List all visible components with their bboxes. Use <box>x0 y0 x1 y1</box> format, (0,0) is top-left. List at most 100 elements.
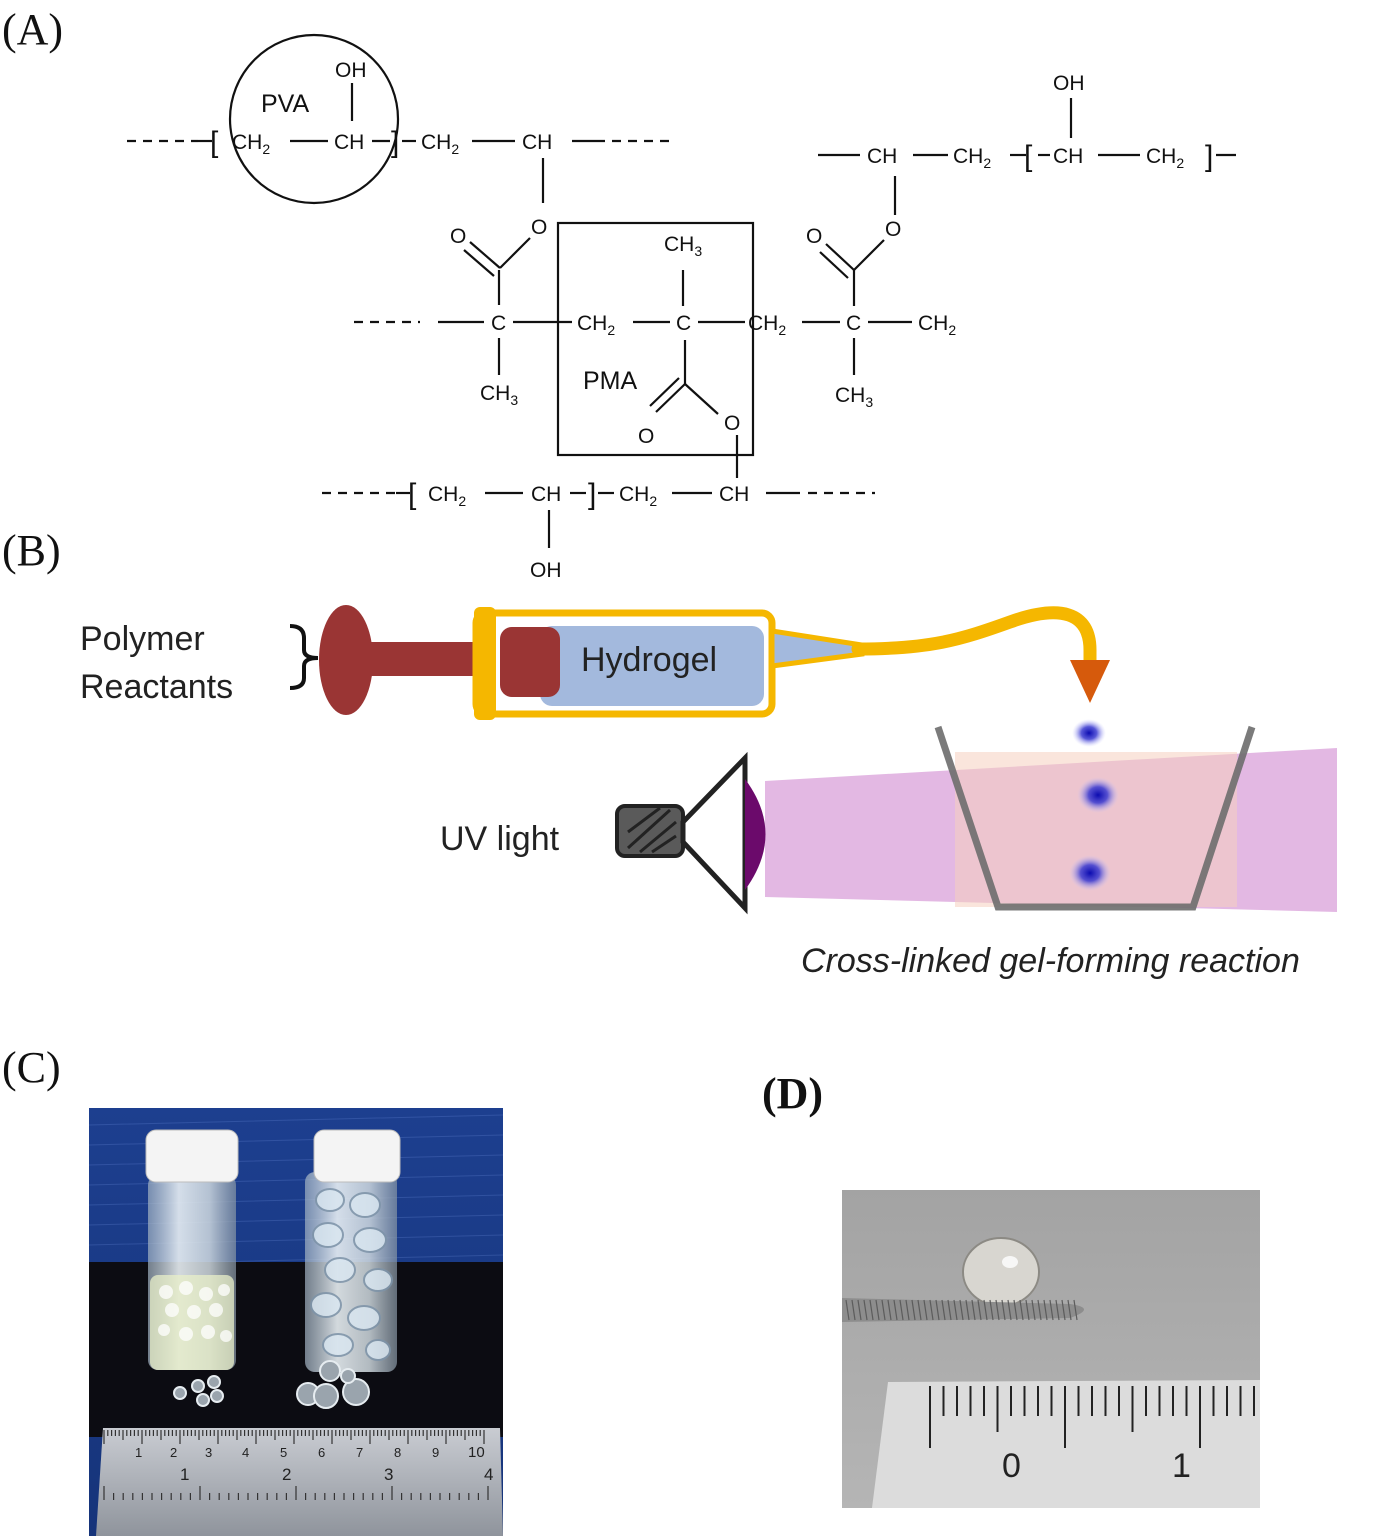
o-label: O <box>638 425 654 448</box>
ruler-bottom-label: 2 <box>282 1465 291 1484</box>
o-label: O <box>724 412 740 435</box>
gel-bead <box>1077 777 1119 813</box>
ruler-tick <box>1067 1299 1072 1321</box>
syringe-nozzle <box>769 628 865 669</box>
syringe-flange <box>474 607 496 720</box>
c-label: C <box>676 312 691 335</box>
o-label: O <box>806 225 822 248</box>
ruler-top-label: 5 <box>280 1445 287 1460</box>
ch2-label: CH2 <box>577 312 615 338</box>
ruler-tick <box>851 1299 856 1321</box>
ch2-label: CH2 <box>1146 145 1184 171</box>
ch-label: CH <box>522 131 552 154</box>
vial-right-cap <box>313 1129 401 1183</box>
plunger-thumb <box>319 605 373 715</box>
ruler-d-label: 0 <box>1002 1447 1021 1485</box>
ruler-tick <box>1043 1299 1048 1321</box>
ruler-bottom-label: 3 <box>384 1465 393 1484</box>
oh-label: OH <box>335 59 367 82</box>
panel-label-a: (A) <box>2 5 63 54</box>
bracket-close: ] <box>588 478 596 511</box>
ch-label: CH <box>531 483 561 506</box>
falling-drop <box>1072 719 1106 747</box>
ruler-tick <box>1049 1299 1054 1321</box>
ruler-tick <box>1073 1299 1078 1321</box>
ch-label: CH <box>719 483 749 506</box>
pva-circle <box>228 33 400 205</box>
c-label: C <box>491 312 506 335</box>
lamp-reflector <box>680 751 748 915</box>
ruler-tick <box>845 1299 850 1321</box>
panel-label-d: (D) <box>762 1069 823 1118</box>
bracket-open: [ <box>1024 140 1033 173</box>
bracket-close: ] <box>1205 140 1213 173</box>
polymer-label: Polymer <box>80 620 205 658</box>
ruler-top-label: 1 <box>135 1445 142 1460</box>
ruler-tick <box>983 1299 988 1321</box>
bracket-close: ] <box>391 126 399 159</box>
ruler-tick <box>893 1299 898 1321</box>
ch2-label: CH2 <box>421 131 459 157</box>
panel-label-b: (B) <box>2 526 61 575</box>
ruler-tick <box>905 1299 910 1321</box>
ruler-top-label: 2 <box>170 1445 177 1460</box>
ch2-label: CH2 <box>953 145 991 171</box>
ruler-bottom-label: 4 <box>484 1465 493 1484</box>
ruler-tick <box>971 1299 976 1321</box>
uv-light-label: UV light <box>440 820 560 858</box>
o-label: O <box>531 216 547 239</box>
hydrogel-fill <box>540 626 764 706</box>
ruler-tick <box>869 1299 874 1321</box>
beaker <box>934 725 1256 911</box>
pma-label: PMA <box>583 367 638 395</box>
ruler-top-label: 4 <box>242 1445 249 1460</box>
ruler-tick <box>1019 1299 1024 1321</box>
ruler-tick <box>881 1299 886 1321</box>
ch-label: CH <box>334 131 364 154</box>
ruler-tick <box>947 1299 952 1321</box>
ruler-tick <box>995 1299 1000 1321</box>
ruler-top-label: 3 <box>205 1445 212 1460</box>
chemical-structure: PVA PMA [ CH2 CH OH ] CH2 CH O O C CH2 C <box>127 33 1236 582</box>
ruler-tick <box>941 1299 946 1321</box>
gel-bead <box>1069 855 1111 891</box>
ruler-tick <box>917 1299 922 1321</box>
ruler-c-labels: 1 2 3 4 5 6 7 8 9 10 1 2 3 4 <box>135 1444 493 1484</box>
ruler-tick <box>1025 1299 1030 1321</box>
pva-label: PVA <box>261 90 309 118</box>
ruler-tick <box>1055 1299 1060 1321</box>
ruler-top-label: 6 <box>318 1445 325 1460</box>
ruler-tick <box>875 1299 880 1321</box>
ruler-tick <box>857 1299 862 1321</box>
ruler-tick <box>989 1299 994 1321</box>
ruler-c <box>96 1428 503 1536</box>
plunger-head <box>500 627 560 697</box>
vial-left-cap <box>145 1129 239 1183</box>
ch2-label: CH2 <box>918 312 956 338</box>
c-label: C <box>846 312 861 335</box>
bracket-open: [ <box>210 126 219 159</box>
ch3-label: CH3 <box>835 384 873 410</box>
ruler-tick <box>935 1299 940 1321</box>
ruler-tick <box>1001 1299 1006 1321</box>
ruler-tick <box>911 1299 916 1321</box>
ruler-top-label: 7 <box>356 1445 363 1460</box>
ruler-tick <box>1007 1299 1012 1321</box>
feed-tube <box>851 606 1097 672</box>
ruler-tick <box>929 1299 934 1321</box>
ruler-tick <box>887 1299 892 1321</box>
brace <box>289 624 319 690</box>
ch2-label: CH2 <box>232 131 270 157</box>
reaction-caption: Cross-linked gel-forming reaction <box>801 942 1300 980</box>
hydrogel-bead <box>962 1237 1040 1307</box>
ch2-label: CH2 <box>619 483 657 509</box>
ruler-tick <box>923 1299 928 1321</box>
ruler-tick <box>965 1299 970 1321</box>
o-label: O <box>450 225 466 248</box>
ch2-label: CH2 <box>748 312 786 338</box>
ch3-label: CH3 <box>664 233 702 259</box>
reactants-label: Reactants <box>80 668 233 706</box>
flow-arrow <box>1070 660 1110 703</box>
photo-vials: 1 2 3 4 5 6 7 8 9 10 1 2 3 4 <box>88 1108 504 1536</box>
